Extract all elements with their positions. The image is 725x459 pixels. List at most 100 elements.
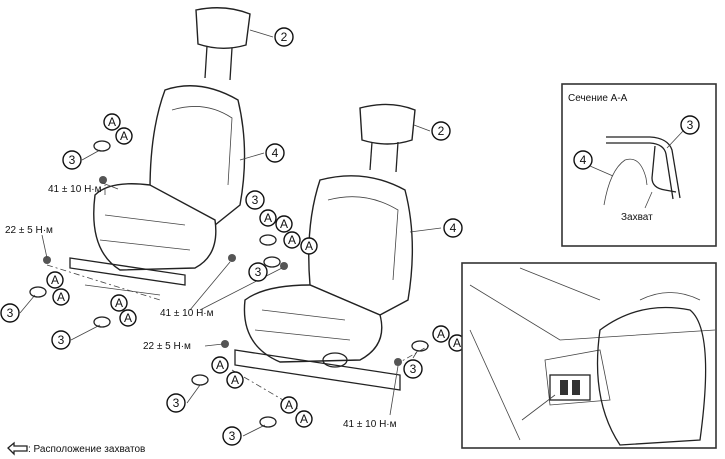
diagram-stroke: [265, 143, 285, 163]
diagram-stroke: [242, 424, 266, 437]
diagram-stroke: [259, 209, 277, 227]
callout-3: 3: [62, 150, 82, 170]
diagram-stroke: [46, 264, 161, 301]
callout-a: A: [119, 309, 137, 327]
clips: [29, 140, 429, 428]
right-rail: [234, 349, 401, 391]
seat-adjust-switch: [322, 352, 348, 368]
callout-a: A: [275, 215, 293, 233]
diagram-stroke: [110, 294, 128, 312]
diagram-stroke: [93, 140, 111, 152]
callout-a: A: [283, 231, 301, 249]
diagram-stroke: [229, 47, 233, 81]
diagram-stroke: [295, 410, 313, 428]
label-text: 3: [687, 118, 694, 132]
callout-3: 3: [245, 190, 265, 210]
torque-label: 41 ± 10 Н·м: [343, 419, 397, 430]
diagram-stroke: [666, 130, 684, 149]
callout-a: A: [115, 127, 133, 145]
label-text: 3: [252, 193, 259, 207]
label-text: A: [108, 115, 116, 129]
diagram-stroke: [52, 288, 70, 306]
label-text: 2: [281, 30, 288, 44]
section-a-a-inset: Сечение А-А 4 3 Захват: [561, 83, 717, 247]
diagram-stroke: [283, 231, 301, 249]
label-text: A: [51, 273, 59, 287]
label-text: A: [216, 358, 224, 372]
diagram-stroke: [51, 330, 71, 350]
callout-a: A: [226, 371, 244, 389]
diagram-stroke: [186, 384, 201, 404]
label-text: A: [285, 398, 293, 412]
diagram-stroke: [395, 141, 399, 173]
diagram-stroke: [411, 340, 429, 352]
left-headrest: [195, 7, 251, 49]
diagram-stroke: [369, 141, 373, 171]
label-text: A: [115, 296, 123, 310]
clip-label: Захват: [621, 212, 653, 223]
diagram-stroke: [115, 127, 133, 145]
diagram-stroke: [394, 344, 431, 366]
diagram-stroke: [300, 237, 318, 255]
diagram-stroke: [211, 356, 229, 374]
diagram-stroke: [171, 106, 233, 186]
callout-3: 3: [403, 359, 423, 379]
callout-3: 3: [248, 262, 268, 282]
diagram-stroke: [166, 393, 186, 413]
left-seat: [46, 7, 251, 301]
torque-label: 22 ± 5 Н·м: [5, 225, 53, 236]
diagram-stroke: [226, 371, 244, 389]
leader-lines: [19, 29, 442, 437]
right-cushion: [243, 284, 383, 363]
callout-4: 4: [573, 150, 593, 170]
diagram-stroke: [680, 115, 700, 135]
section-title: Сечение А-А: [568, 93, 628, 104]
callout-a: A: [295, 410, 313, 428]
diagram-stroke: [606, 136, 681, 200]
diagram-stroke: [409, 227, 442, 233]
diagram-stroke: [43, 256, 51, 264]
label-text: 4: [580, 153, 587, 167]
label-text: A: [305, 239, 313, 253]
label-text: 3: [173, 396, 180, 410]
diagram-stroke: [93, 316, 111, 328]
callout-a: A: [52, 288, 70, 306]
callout-2-right: 2: [431, 121, 451, 141]
diagram-stroke: [413, 124, 431, 132]
diagram-stroke: [603, 158, 648, 206]
callout-3: 3: [51, 330, 71, 350]
diagram-stroke: [394, 358, 402, 366]
clip-location-arrow-icon: [7, 441, 28, 456]
diagram-stroke: [461, 262, 717, 449]
right-seatback: [308, 175, 414, 316]
diagram-stroke: [280, 396, 298, 414]
torque-label: 41 ± 10 Н·м: [48, 184, 102, 195]
diagram-stroke: [99, 181, 119, 190]
label-text: 2: [438, 124, 445, 138]
diagram-stroke: [0, 303, 20, 323]
callout-a: A: [432, 325, 450, 343]
label-text: A: [453, 336, 461, 350]
callout-a: A: [110, 294, 128, 312]
right-seat: [231, 103, 431, 411]
label-text: A: [124, 311, 132, 325]
torque-label: 22 ± 5 Н·м: [143, 341, 191, 352]
diagram-stroke: 2 2 4 4 3 3 3 3 3 3 3 3 1 A A A A A A A …: [0, 27, 523, 446]
diagram-stroke: [204, 343, 224, 347]
callout-a: A: [448, 334, 466, 352]
diagram-stroke: [639, 292, 701, 301]
diagram-stroke: [274, 27, 294, 47]
diagram-stroke: [29, 286, 47, 298]
diagram-stroke: [248, 262, 268, 282]
diagram-stroke: [589, 165, 614, 177]
diagram-stroke: [70, 324, 101, 341]
diagram-stroke: [191, 374, 209, 386]
callout-3: 3: [222, 426, 242, 446]
callout-a: A: [103, 113, 121, 131]
label-text: A: [288, 233, 296, 247]
right-headrest: [359, 103, 416, 145]
diagram-stroke: [275, 215, 293, 233]
diagram-stroke: [222, 426, 242, 446]
label-text: A: [300, 412, 308, 426]
